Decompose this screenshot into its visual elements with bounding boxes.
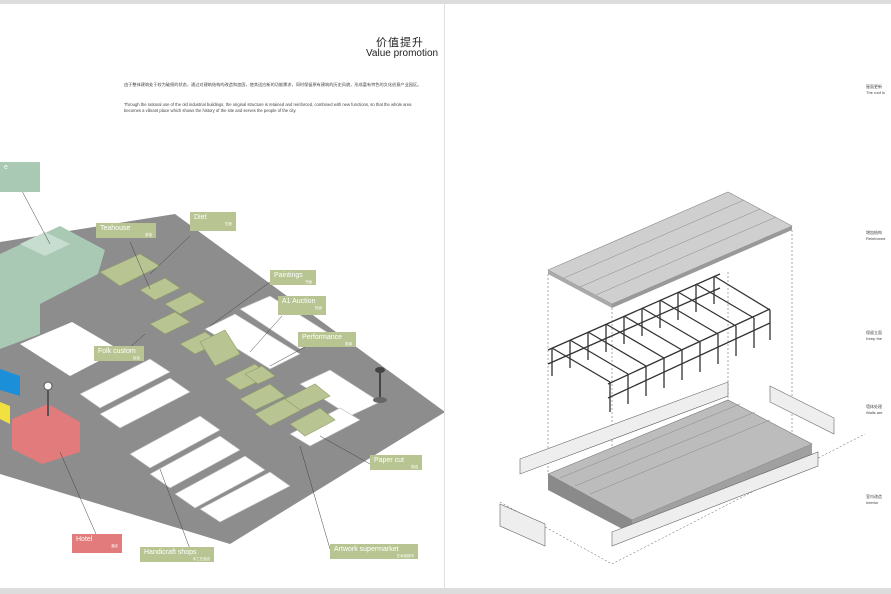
leader-lines <box>21 190 371 550</box>
intro-paragraph-cn: 由于整体建筑处于较为破损的状态，通过对建筑结构的改造和加固，使其适应新的功能需求… <box>124 82 422 87</box>
roof-layer <box>547 191 793 308</box>
wall-layer <box>499 381 835 547</box>
page-title-cn: 价值提升 <box>376 36 424 49</box>
base-layer <box>547 399 813 534</box>
open-plaza <box>20 322 120 376</box>
alignment-lines <box>499 230 866 565</box>
yellow-building <box>0 402 10 424</box>
label-cut: e <box>0 162 40 192</box>
hotel-building <box>12 404 80 464</box>
blue-building <box>0 369 20 396</box>
intro-paragraph-en: Through the rational use of the old indu… <box>124 102 412 113</box>
olive-buildings <box>99 253 336 437</box>
page-title-en: Value promotion <box>366 48 439 59</box>
white-buildings <box>79 295 381 523</box>
site-axonometric-diagram <box>0 190 444 550</box>
ground-plate <box>0 214 444 544</box>
book-spread: 价值提升 Value promotion 由于整体建筑处于较为破损的状态，通过对… <box>0 4 891 588</box>
frame-layer <box>547 273 771 412</box>
page-gutter <box>444 4 445 588</box>
mint-building <box>0 226 105 349</box>
